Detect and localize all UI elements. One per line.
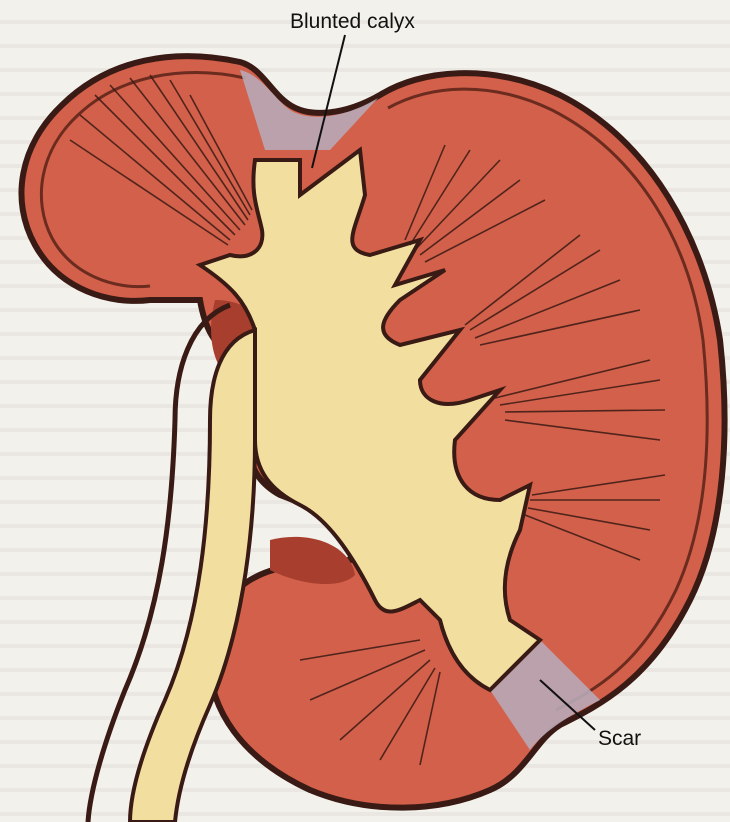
ureter [130,330,255,822]
label-scar: Scar [598,727,641,750]
label-blunted-calyx: Blunted calyx [290,10,415,33]
